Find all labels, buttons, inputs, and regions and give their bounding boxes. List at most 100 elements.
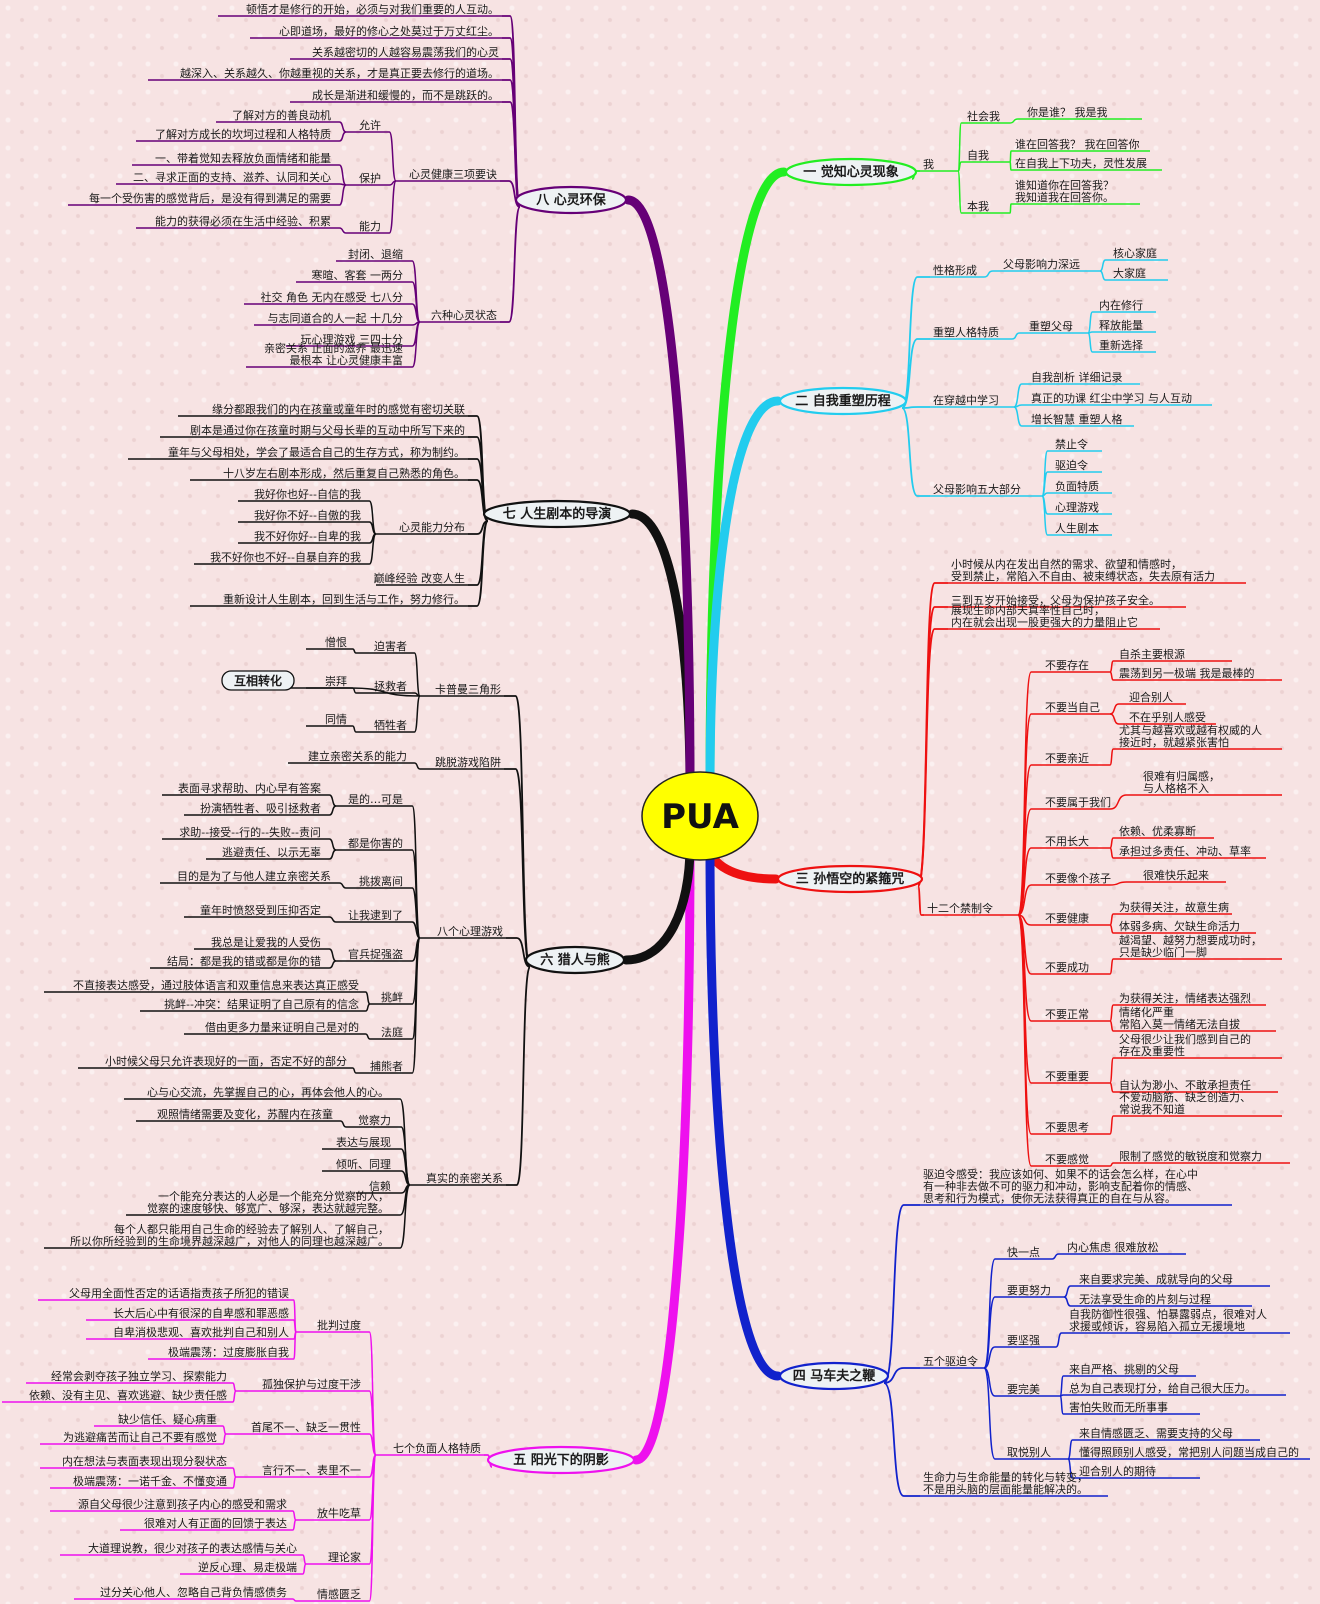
- branch-bubble[interactable]: [524, 945, 626, 975]
- leaf-topic: 迎合别人的期待: [1079, 1464, 1156, 1478]
- connector-line: [334, 121, 347, 133]
- leaf-topic: 承担过多责任、冲动、草率: [1119, 844, 1251, 858]
- leaf-topic: 同情: [325, 713, 347, 726]
- connector-line: [230, 1390, 237, 1403]
- leaf-topic: 谁知道你在回答我？我知道我在回答你。: [1015, 178, 1114, 204]
- connector-line: [917, 885, 924, 916]
- center-label: PUA: [661, 797, 739, 837]
- exchange-bubble[interactable]: [221, 670, 295, 691]
- connector-line: [917, 606, 948, 887]
- connector-line: [1017, 914, 1042, 1167]
- leaf-topic: 不要当自己: [1045, 700, 1100, 714]
- leaf-topic: 小时候父母只允许表现好的一面，否定不好的部分: [105, 1054, 347, 1068]
- branch-bubble[interactable]: [778, 1361, 890, 1391]
- connector-line: [406, 921, 421, 939]
- connector-line: [1051, 1253, 1064, 1260]
- connector-line: [300, 1563, 307, 1575]
- leaf-topic: 首尾不一、缺乏一贯性: [251, 1420, 361, 1434]
- main-branch-curves: [621, 167, 789, 1465]
- connector-line: [334, 227, 347, 234]
- main-branch-curve: [705, 167, 789, 791]
- leaf-topic: 一个能充分表达的人必是一个能充分觉察的人，觉察的速度够快、够宽广、够深，表达就越…: [147, 1189, 389, 1215]
- leaf-topic: 我总是让爱我的人受伤: [211, 935, 321, 949]
- branch-bubble[interactable]: [486, 1445, 636, 1475]
- subtopic: 三到五岁开始接受，父母为保护孩子安全。: [951, 593, 1160, 607]
- subtopic: 十八岁左右剧本形成，然后重复自己熟悉的角色。: [223, 466, 465, 480]
- connector-line: [1067, 1439, 1076, 1460]
- connector-line: [506, 966, 531, 1186]
- leaf-topic: 我不好你也不好--自暴自弃的我: [210, 550, 361, 564]
- connector-line: [917, 628, 948, 887]
- subtopic: 卡普曼三角形: [435, 682, 501, 696]
- leaf-topic: 很难快乐起来: [1143, 868, 1209, 882]
- connector-line: [468, 520, 489, 607]
- connector-line: [1087, 332, 1096, 353]
- leaf-topic: 重塑父母: [1029, 319, 1073, 333]
- leaf-topic: 保护: [359, 171, 381, 185]
- branch-topic: 一 觉知心灵现象: [803, 164, 899, 180]
- leaf-topic: 取悦别人: [1007, 1445, 1051, 1459]
- connector-line: [1109, 913, 1116, 926]
- leaf-topic: 表达与展现: [336, 1135, 391, 1149]
- branch-bubble[interactable]: [778, 386, 908, 416]
- leaf-topic: 你是谁？ 我是我: [1027, 106, 1108, 119]
- leaf-topic: 依赖、优柔寡断: [1119, 824, 1196, 838]
- leaf-topic: 挑衅: [381, 990, 403, 1004]
- connector-line: [362, 991, 371, 1005]
- leaf-topic: 信赖: [369, 1180, 391, 1193]
- connector-line: [1009, 203, 1012, 214]
- leaf-topic: 每个人都只能用自己生命的经验去了解别人、了解自己，所以你所经验到的生命境界越深越…: [70, 1222, 389, 1248]
- connector-line: [1087, 311, 1096, 334]
- leaf-topic: 父母很少让我们感到自己的存在及重要性: [1119, 1032, 1251, 1058]
- leaf-topic: 重新选择: [1099, 338, 1143, 352]
- leaf-topic: 了解对方的善良动机: [232, 108, 331, 122]
- leaf-topic: 增长智慧 重塑人格: [1031, 412, 1123, 426]
- connector-line: [300, 1554, 307, 1565]
- connector-line: [406, 887, 421, 939]
- subtopic: 展现生命内部天真率性自己时，内在就会出现一股更强大的力量阻止它: [951, 603, 1138, 629]
- connector-line: [1059, 1395, 1066, 1415]
- branch-bubble[interactable]: [514, 185, 628, 215]
- connector-line: [362, 1003, 371, 1012]
- connector-line: [364, 533, 377, 565]
- leaf-topic: 建立亲密关系的能力: [308, 749, 407, 763]
- leaf-topic: 童年时愤怒受到压抑否定: [200, 903, 321, 917]
- connector-line: [406, 937, 421, 1074]
- connector-line: [1063, 1296, 1076, 1307]
- leaf-topic: 来自要求完美、成就导向的父母: [1079, 1272, 1233, 1286]
- leaf-topic: 言行不一、表里不一: [262, 1463, 361, 1477]
- leaf-topic: 我好你不好--自傲的我: [254, 508, 361, 522]
- leaf-topic: 尤其与越喜欢或越有权威的人接近时，就越紧张害怕: [1119, 723, 1262, 749]
- connector-line: [1013, 406, 1028, 427]
- connector-line: [1109, 1162, 1116, 1167]
- connector-line: [334, 183, 347, 186]
- connector-line: [1109, 703, 1126, 715]
- connector-line: [468, 479, 489, 522]
- connector-line: [1011, 332, 1026, 340]
- branch-topic: 六 猎人与熊: [540, 952, 610, 968]
- connector-line: [468, 436, 489, 522]
- leaf-topic: 内心焦虑 很难放松: [1067, 1240, 1159, 1254]
- leaf-topic: 社交 角色 无内在感受 七八分: [261, 290, 404, 304]
- leaf-topic: 不要正常: [1045, 1008, 1089, 1021]
- leaf-topic: 负面特质: [1055, 479, 1099, 493]
- leaf-topic: 内在想法与表面表现出现分裂状态: [62, 1454, 227, 1468]
- connector-line: [901, 276, 930, 409]
- main-branch-curve: [627, 509, 695, 791]
- leaf-topic: 不要亲近: [1045, 751, 1089, 765]
- subtopic: 重新设计人生剧本，回到生活与工作，努力修行。: [223, 592, 465, 606]
- center-node[interactable]: [641, 771, 759, 861]
- connector-line: [883, 1382, 920, 1497]
- subtopic: 重塑人格特质: [933, 325, 999, 339]
- branch-bubble[interactable]: [784, 157, 918, 187]
- connector-line: [324, 838, 337, 851]
- connector-line: [901, 407, 930, 497]
- leaf-topic: 牺牲者: [374, 718, 407, 732]
- connector-line: [1009, 118, 1024, 124]
- leaf-topic: 二、寻求正面的支持、滋养、认同和关心: [133, 170, 331, 184]
- branch-bubble[interactable]: [482, 499, 632, 529]
- branch-bubble[interactable]: [776, 864, 924, 894]
- leaf-topic: 无法享受生命的片刻与过程: [1079, 1292, 1211, 1306]
- connector-line: [230, 1467, 237, 1478]
- subtopic: 父母影响五大部分: [933, 482, 1021, 496]
